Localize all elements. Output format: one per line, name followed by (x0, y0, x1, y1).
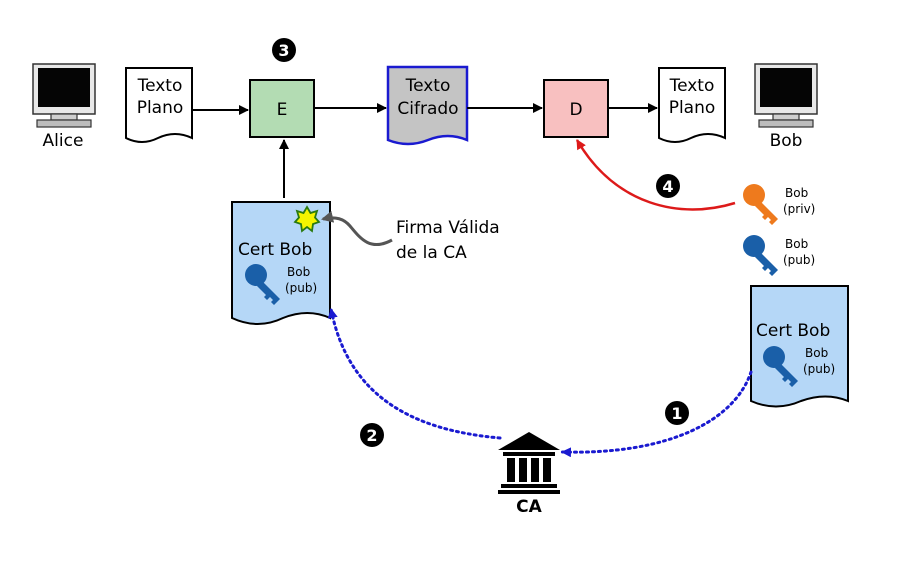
arrow-signature-to-seal (321, 210, 393, 247)
step-1-badge: 1 (665, 401, 689, 425)
plaintext-output-document: Texto Plano (658, 67, 726, 143)
decrypt-label: D (569, 100, 582, 120)
step-3-badge: 3 (272, 38, 296, 62)
private-key-owner: Bob (785, 186, 808, 200)
ciphertext-document: Texto Cifrado (386, 65, 469, 146)
step-4-number: 4 (662, 177, 673, 196)
step-2-number: 2 (366, 426, 377, 445)
plaintext-input-line1: Texto (137, 76, 183, 96)
signature-label-line2: de la CA (396, 243, 467, 263)
alice-label: Alice (43, 131, 84, 151)
public-key-type: (pub) (783, 253, 815, 267)
alice-monitor-icon (32, 63, 96, 128)
certificate-left-key-owner: Bob (287, 265, 310, 279)
bob-monitor-icon (754, 63, 818, 128)
step-1-number: 1 (671, 404, 682, 423)
certificate-right-key-owner: Bob (805, 346, 828, 360)
bob-label: Bob (770, 131, 803, 151)
arrow-certificate-to-ca (560, 370, 753, 458)
encrypt-box: E (249, 79, 315, 138)
arrow-private-key-to-decrypt (575, 139, 736, 211)
certificate-left: Cert Bob Bob (pub) (231, 201, 331, 325)
ca-label: CA (516, 497, 542, 517)
plaintext-output-line1: Texto (669, 76, 715, 96)
ciphertext-line2: Cifrado (397, 99, 458, 119)
plaintext-input-document: Texto Plano (125, 67, 193, 143)
private-key-icon (743, 184, 778, 225)
public-key-owner: Bob (785, 237, 808, 251)
step-4-badge: 4 (656, 174, 680, 198)
step-3-number: 3 (278, 41, 289, 60)
ca-bank-icon (498, 432, 560, 494)
decrypt-box: D (543, 79, 609, 138)
public-key-icon (743, 235, 778, 276)
arrow-ca-to-certificate (327, 307, 502, 440)
signature-label-line1: Firma Válida (396, 218, 500, 238)
step-2-badge: 2 (360, 423, 384, 447)
plaintext-output-line2: Plano (669, 98, 716, 118)
certificate-right-key-type: (pub) (803, 362, 835, 376)
ciphertext-line1: Texto (405, 76, 451, 96)
certificate-left-key-type: (pub) (285, 281, 317, 295)
certificate-left-title: Cert Bob (238, 240, 312, 260)
plaintext-input-line2: Plano (137, 98, 184, 118)
certificate-right-title: Cert Bob (756, 321, 830, 341)
certificate-right: Cert Bob Bob (pub) (750, 285, 849, 408)
private-key-type: (priv) (783, 202, 815, 216)
seal-icon (293, 205, 321, 233)
encrypt-label: E (277, 100, 288, 120)
